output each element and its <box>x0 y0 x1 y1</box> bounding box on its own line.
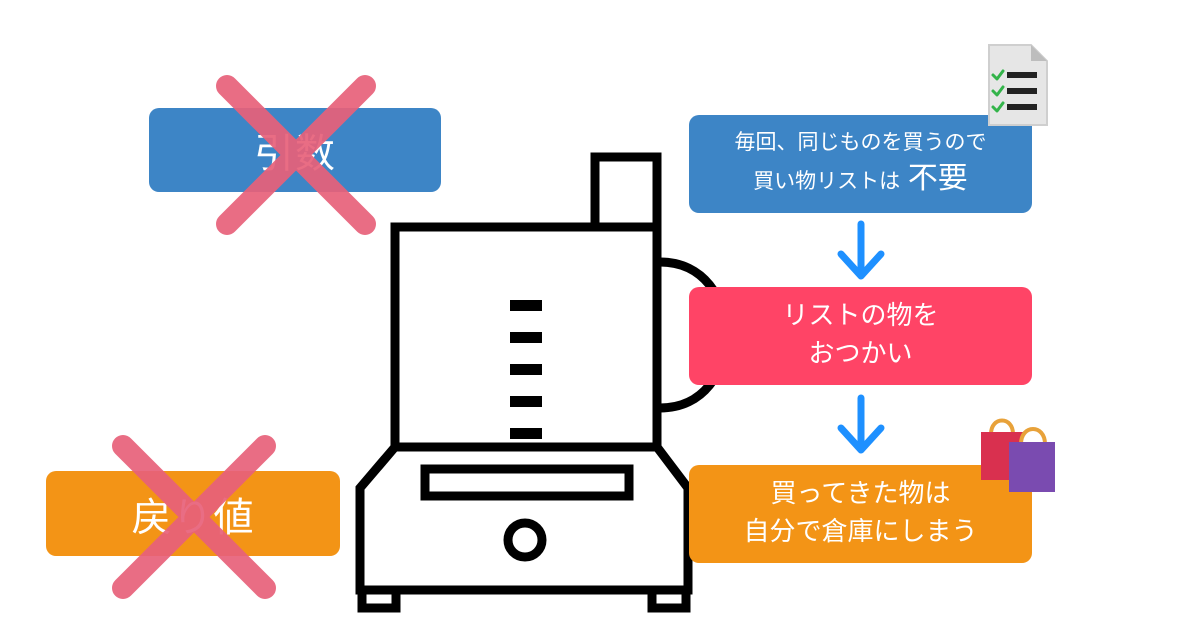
step-box-store: 買ってきた物は 自分で倉庫にしまう <box>689 465 1032 563</box>
cross-mark-icon <box>112 435 276 599</box>
step3-line2: 自分で倉庫にしまう <box>743 517 978 547</box>
step1-line1: 毎回、同じものを買うので <box>734 130 987 155</box>
step1-line2-emphasis: 不要 <box>907 161 968 197</box>
arrow-down-icon <box>837 220 885 280</box>
step1-line2-prefix: 買い物リストは <box>753 169 901 194</box>
checklist-document-icon <box>988 44 1048 126</box>
shopping-bags-icon <box>981 418 1055 492</box>
cross-mark-icon <box>216 75 376 235</box>
step1-line2: 買い物リストは 不要 <box>753 157 968 201</box>
step2-line1: リストの物を <box>782 301 939 332</box>
step3-line1: 買ってきた物は <box>770 479 951 510</box>
step2-line2: おつかい <box>808 339 913 369</box>
arrow-down-icon <box>837 394 885 454</box>
step-box-errand: リストの物を おつかい <box>689 287 1032 385</box>
step-box-no-list: 毎回、同じものを買うので 買い物リストは 不要 <box>689 115 1032 213</box>
